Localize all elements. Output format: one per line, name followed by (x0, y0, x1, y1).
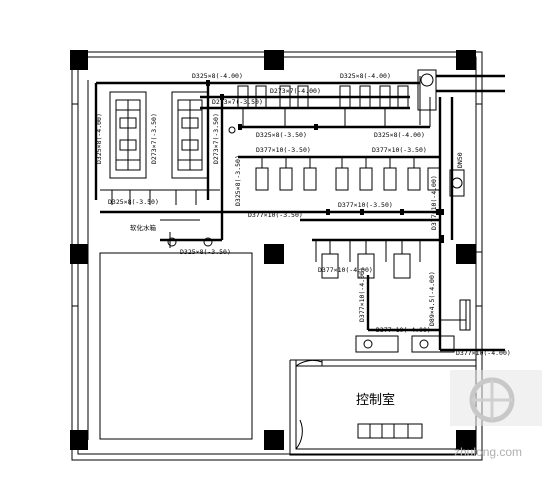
water-tank (99, 252, 253, 440)
label-hdr-e-left: D377×10(-3.50) (256, 146, 311, 154)
label-left-low: D325×8(-3.50) (108, 198, 159, 206)
watermark-text: zhulong.com (454, 445, 522, 459)
label-main-top-left: D325×8(-4.00) (192, 72, 243, 80)
control-room (289, 359, 476, 456)
label-mid-vert-b: D273×7(-3.50) (212, 113, 220, 164)
label-vert-d: D325×8(-3.50) (234, 155, 242, 206)
label-bottom-right: D377×10(-4.00) (456, 349, 511, 357)
label-bottom-h: D377×10(-4.00) (376, 326, 431, 334)
label-hdr-e-right: D377×10(-3.50) (372, 146, 427, 154)
label-mid-low: D377×10(-3.50) (248, 211, 303, 219)
label-mid-vert-a: D273×7(-3.50) (150, 113, 158, 164)
valve-cluster-top (237, 85, 409, 127)
pipe-labels: D325×8(-4.00) D325×8(-4.00) D273×7(-4.00… (95, 72, 511, 357)
boiler-right (171, 91, 209, 179)
label-right-vert: D377×10(-4.00) (430, 175, 438, 230)
control-room-label: 控制室 (356, 392, 395, 408)
label-annotation: 软化水箱 (130, 223, 157, 232)
boiler-left (109, 91, 147, 179)
label-side-right: DN50 (456, 152, 464, 168)
label-pump-row: D377×10(-4.00) (318, 266, 373, 274)
label-vert-f: D377×10(-4.00) (358, 267, 366, 322)
label-hdr-c-right: D325×8(-4.00) (374, 131, 425, 139)
label-vert-g: D89×4.5(-4.00) (428, 271, 436, 326)
label-left-bottom: D325×8(-3.50) (180, 248, 231, 256)
label-left-vertical: D325×8(-4.00) (95, 113, 103, 164)
label-hdr-a: D273×7(-4.00) (270, 87, 321, 95)
label-main-top-right: D325×8(-4.00) (340, 72, 391, 80)
label-mid-low-b: D377×10(-3.50) (338, 201, 393, 209)
label-hdr-c-left: D325×8(-3.50) (256, 131, 307, 139)
equipment-symbols (167, 69, 471, 353)
branch-pipes (100, 76, 467, 330)
pump-row-upper (255, 157, 441, 191)
label-hdr-b: D273×7(-3.50) (212, 98, 263, 106)
fittings (206, 80, 444, 243)
pump-row-lower (315, 240, 421, 279)
watermark: zhulong.com (450, 370, 542, 459)
structural-columns (70, 50, 476, 450)
